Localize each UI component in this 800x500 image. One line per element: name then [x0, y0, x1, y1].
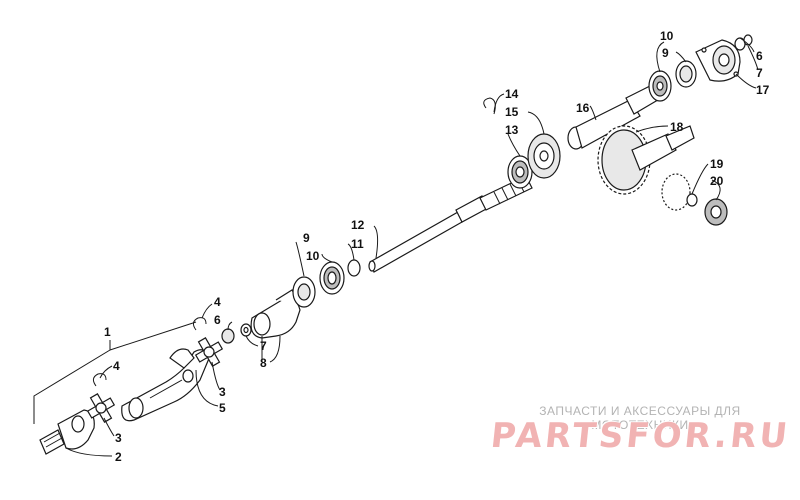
callout-7-upper: 7	[756, 66, 763, 80]
bearing-part-9-upper	[675, 60, 697, 88]
yoke-part-8	[250, 289, 301, 339]
callout-4-upper: 4	[214, 295, 221, 309]
callout-1: 1	[104, 325, 111, 339]
callout-3-lower: 3	[115, 431, 122, 445]
callout-6-middle: 6	[214, 313, 221, 327]
callout-13: 13	[505, 123, 519, 137]
callout-3-upper: 3	[219, 385, 226, 399]
ring-gear-part-19	[661, 173, 698, 211]
bearing-part-13	[507, 155, 533, 189]
gear-part-15	[527, 133, 561, 179]
bearing-part-10-upper	[648, 70, 672, 102]
callout-7-middle: 7	[260, 339, 267, 353]
callout-10-middle: 10	[306, 249, 320, 263]
output-shaft-part-12	[368, 175, 533, 273]
circlip-part-4-upper	[192, 317, 207, 331]
housing-part-17	[695, 39, 741, 82]
callout-9-middle: 9	[303, 231, 310, 245]
snap-ring-part-11	[347, 259, 361, 277]
bearing-part-20	[704, 198, 728, 226]
callout-5: 5	[219, 401, 226, 415]
cross-part-3-lower	[86, 393, 116, 423]
cross-part-3-upper	[194, 337, 224, 367]
callout-9-upper: 9	[662, 46, 669, 60]
callout-6-upper: 6	[756, 49, 763, 63]
callout-19: 19	[710, 157, 724, 171]
gear-part-18	[597, 125, 695, 195]
bearing-part-9-middle	[292, 276, 316, 308]
yoke-part-2	[39, 409, 95, 455]
callout-labels: 1 2 3 4 3 5 4 6 7 8 9 10 11 12 14 15 13 …	[104, 29, 770, 464]
watermark-brand-logo: PARTSFOR.RU	[488, 416, 793, 456]
callout-2: 2	[115, 450, 122, 464]
callout-16: 16	[576, 101, 590, 115]
callout-15: 15	[505, 105, 519, 119]
watermark-tagline: ЗАПЧАСТИ И АКСЕССУАРЫ ДЛЯ МОТОТЕХНИКИ	[539, 404, 741, 432]
callout-11: 11	[351, 237, 364, 251]
callout-8: 8	[260, 356, 267, 370]
leader-lines	[33, 37, 759, 457]
callout-20: 20	[710, 174, 724, 188]
callout-10-upper: 10	[660, 29, 674, 43]
callout-17: 17	[756, 83, 770, 97]
callout-14: 14	[505, 87, 519, 101]
drive-shaft-part-1	[121, 348, 211, 422]
needle-bearing-part-6	[221, 328, 235, 344]
callout-4-lower: 4	[113, 359, 120, 373]
bearing-part-10-middle	[319, 261, 345, 295]
callout-18: 18	[670, 120, 684, 134]
callout-12: 12	[351, 218, 365, 232]
circlip-part-4-lower	[92, 373, 107, 387]
